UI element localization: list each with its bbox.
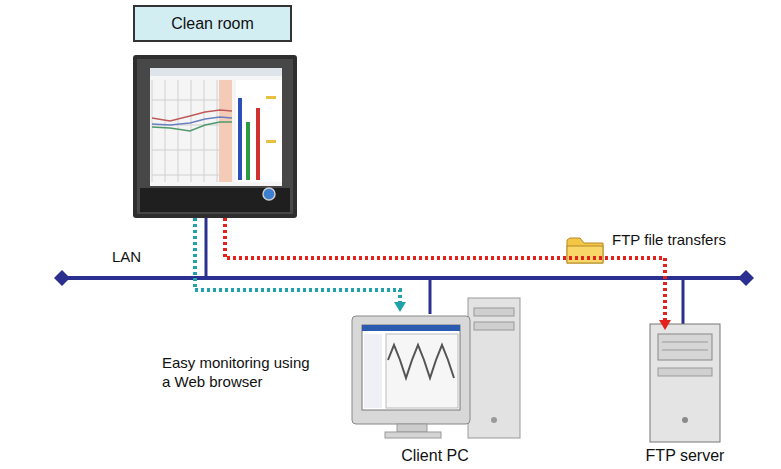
lan-bus (54, 218, 754, 324)
recorder-illustration (133, 55, 297, 218)
server-node: FTP server (640, 330, 730, 467)
dotted-connector (225, 218, 671, 330)
node-title: Clean room (133, 5, 292, 42)
dotted-connector (195, 218, 406, 312)
edge-label: FTP file transfers (612, 231, 726, 248)
text-label: LAN (112, 247, 172, 266)
pc-illustration (352, 298, 520, 438)
pc-node: Client PC (345, 312, 525, 467)
folder-icon (567, 238, 603, 263)
node-title: FTP server (620, 447, 750, 465)
server-illustration (650, 324, 720, 442)
area-box: Clean room (133, 5, 297, 218)
node-title: Client PC (325, 447, 545, 465)
text-label: Easy monitoring using a Web browser (162, 353, 312, 391)
